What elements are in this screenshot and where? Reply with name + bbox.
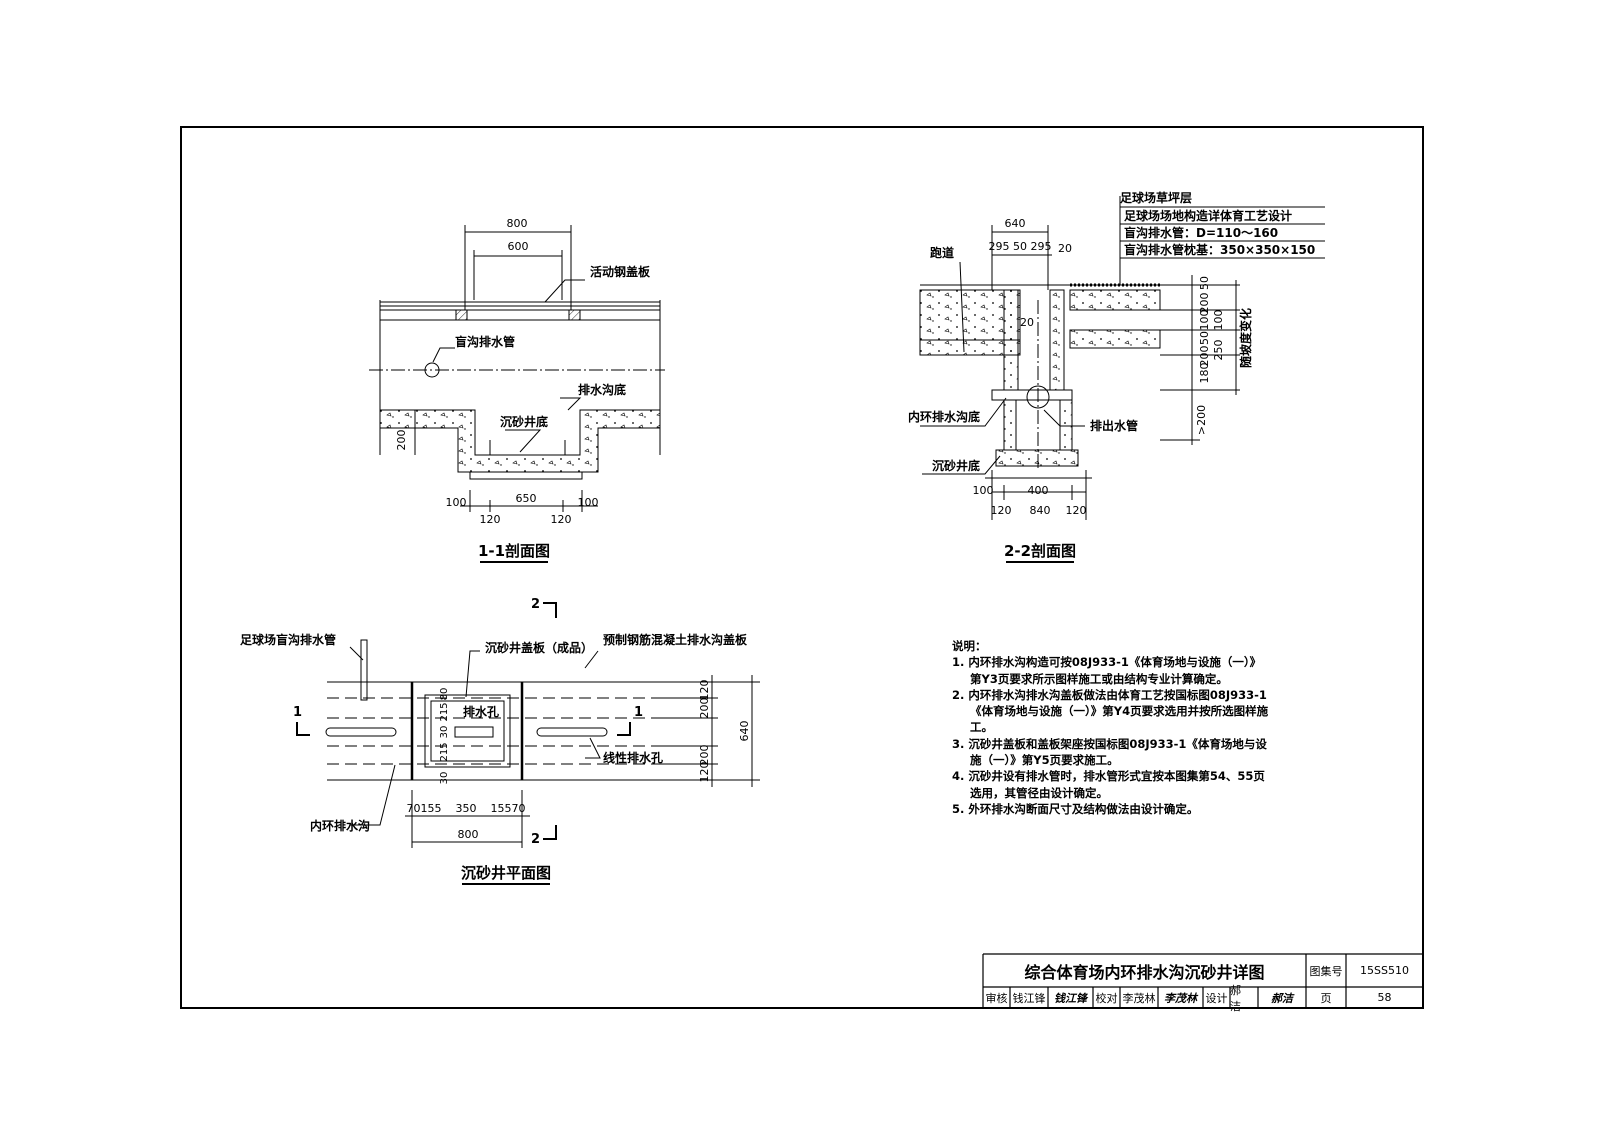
label-outlet: 排出水管 [1090, 418, 1138, 433]
note-item: 1. 内环排水沟构造可按08J933-1《体育场地与设施（一）》第Y3页要求所示… [952, 655, 1262, 686]
dim-v100: 100 [1198, 310, 1211, 331]
title-2-2: 2-2剖面图 [1004, 542, 1076, 560]
plan-mark-1-right: 1 [634, 705, 643, 720]
layer-2: 足球场场地构造详体育工艺设计 [1124, 208, 1292, 223]
note-item: 3. 沉砂井盖板和盖板架座按国标图08J933-1《体育场地与设施（一）》第Y5… [952, 736, 1267, 768]
dim-plan-30b: 30 [439, 772, 450, 785]
dim-plan-215b: 215 [439, 742, 450, 761]
dim-plan-215a: 215 [439, 702, 450, 721]
dim-640: 640 [1005, 217, 1026, 230]
notes: 说明： 1. 内环排水沟构造可按08J933-1《体育场地与设施（一）》第Y3页… [952, 638, 1272, 817]
reviewer-signature: 钱江锋 [1054, 991, 1087, 1005]
label-drain-hole: 排水孔 [463, 704, 499, 719]
dim-200: 200 [395, 430, 408, 451]
label-inner-trench-bottom: 内环排水沟底 [908, 409, 980, 424]
dim-v200c: >200 [1195, 405, 1208, 435]
label-precast-cover: 预制钢筋混凝土排水沟盖板 [603, 632, 748, 647]
dim-plan-80: 80 [439, 688, 450, 701]
dim-plan-800: 800 [458, 828, 479, 841]
sheet-border [180, 126, 1424, 1009]
atlas-label: 图集号 [1309, 964, 1343, 978]
dim-plan-200a: 200 [698, 698, 711, 719]
dim-120-right: 120 [551, 513, 572, 526]
dim-120-b: 120 [1066, 504, 1087, 517]
plan-mark-1-left: 1 [293, 705, 302, 720]
label-track: 跑道 [930, 245, 954, 260]
dim-20-inner: 20 [1020, 316, 1034, 329]
dim-650: 650 [516, 492, 537, 505]
dim-v250: 250 [1212, 340, 1225, 361]
titleblock-grid [982, 953, 1423, 1008]
layer-3: 盲沟排水管：D=110～160 [1124, 225, 1278, 240]
section-1-1 [369, 225, 665, 512]
dim-v200b: 200 [1198, 346, 1211, 367]
reviewer-name: 钱江锋 [1012, 991, 1046, 1005]
drawing-title: 综合体育场内环排水沟沉砂井详图 [1024, 962, 1265, 982]
layer-1: 足球场草坪层 [1120, 190, 1192, 205]
dim-100-right: 100 [578, 496, 599, 509]
dim-plan-120b: 120 [698, 762, 711, 783]
label-linear-hole: 线性排水孔 [603, 750, 663, 765]
dim-v100b: 100 [1212, 310, 1225, 331]
title-plan: 沉砂井平面图 [461, 864, 551, 882]
label-cover: 活动钢盖板 [590, 264, 651, 279]
dim-plan-bottom-row: 70155 350 15570 [407, 802, 526, 815]
design-label: 设计 [1205, 991, 1228, 1005]
dim-plan-30: 30 [439, 726, 450, 739]
dim-600: 600 [508, 240, 529, 253]
designer-signature: 郝洁 [1271, 991, 1293, 1005]
check-label: 校对 [1095, 991, 1118, 1005]
dim-20-top: 20 [1058, 242, 1072, 255]
dim-plan-120a: 120 [698, 680, 711, 701]
dim-plan-200b: 200 [698, 745, 711, 766]
plan-mark-2-top: 2 [531, 597, 540, 612]
layer-4: 盲沟排水管枕基：350×350×150 [1124, 242, 1315, 257]
section-2-2 [919, 196, 1325, 520]
plan-mark-2-bottom: 2 [531, 832, 540, 847]
dim-v50: 50 [1198, 276, 1211, 290]
dim-120-a: 120 [991, 504, 1012, 517]
label-pit-cover: 沉砂井盖板（成品） [485, 640, 593, 655]
label-trench-bottom: 排水沟底 [578, 382, 626, 397]
page-label: 页 [1320, 991, 1332, 1005]
dim-slope: 随坡度变化 [1238, 308, 1253, 368]
checker-name: 李茂林 [1122, 991, 1156, 1005]
dim-400: 400 [1028, 484, 1049, 497]
notes-heading: 说明： [952, 639, 987, 653]
note-item: 5. 外环排水沟断面尺寸及结构做法由设计确定。 [952, 801, 1199, 816]
dim-v50b: 50 [1198, 331, 1211, 345]
review-label: 审核 [985, 991, 1008, 1005]
dim-840: 840 [1030, 504, 1051, 517]
atlas-number: 15SS510 [1360, 964, 1409, 977]
dim-800: 800 [507, 217, 528, 230]
label-pipe: 盲沟排水管 [455, 334, 515, 349]
title-1-1: 1-1剖面图 [478, 542, 550, 560]
label-inner-trench: 内环排水沟 [310, 818, 370, 833]
checker-signature: 李茂林 [1164, 991, 1197, 1005]
page-number: 58 [1377, 991, 1392, 1004]
dim-100-left: 100 [446, 496, 467, 509]
dim-295-50-295: 295 50 295 [989, 240, 1052, 253]
dim-v180: 180 [1198, 363, 1211, 384]
pit-plan [296, 602, 760, 848]
dim-plan-640: 640 [738, 721, 751, 742]
note-item: 2. 内环排水沟排水沟盖板做法由体育工艺按国标图08J933-1《体育场地与设施… [952, 687, 1269, 735]
dim-120-left: 120 [480, 513, 501, 526]
dim-v200: 200 [1198, 293, 1211, 314]
label-field-pipe: 足球场盲沟排水管 [240, 632, 336, 647]
dim-100-left: 100 [973, 484, 994, 497]
label-pit-bottom-2: 沉砂井底 [932, 458, 980, 473]
designer-name: 郝 洁 [1230, 983, 1252, 1013]
note-item: 4. 沉砂井设有排水管时，排水管形式宜按本图集第54、55页选用，其管径由设计确… [952, 769, 1265, 800]
label-pit-bottom: 沉砂井底 [500, 414, 548, 429]
titleblock: 综合体育场内环排水沟沉砂井详图 图集号 15SS510 页 58 审核 钱江锋 … [983, 954, 1423, 1013]
